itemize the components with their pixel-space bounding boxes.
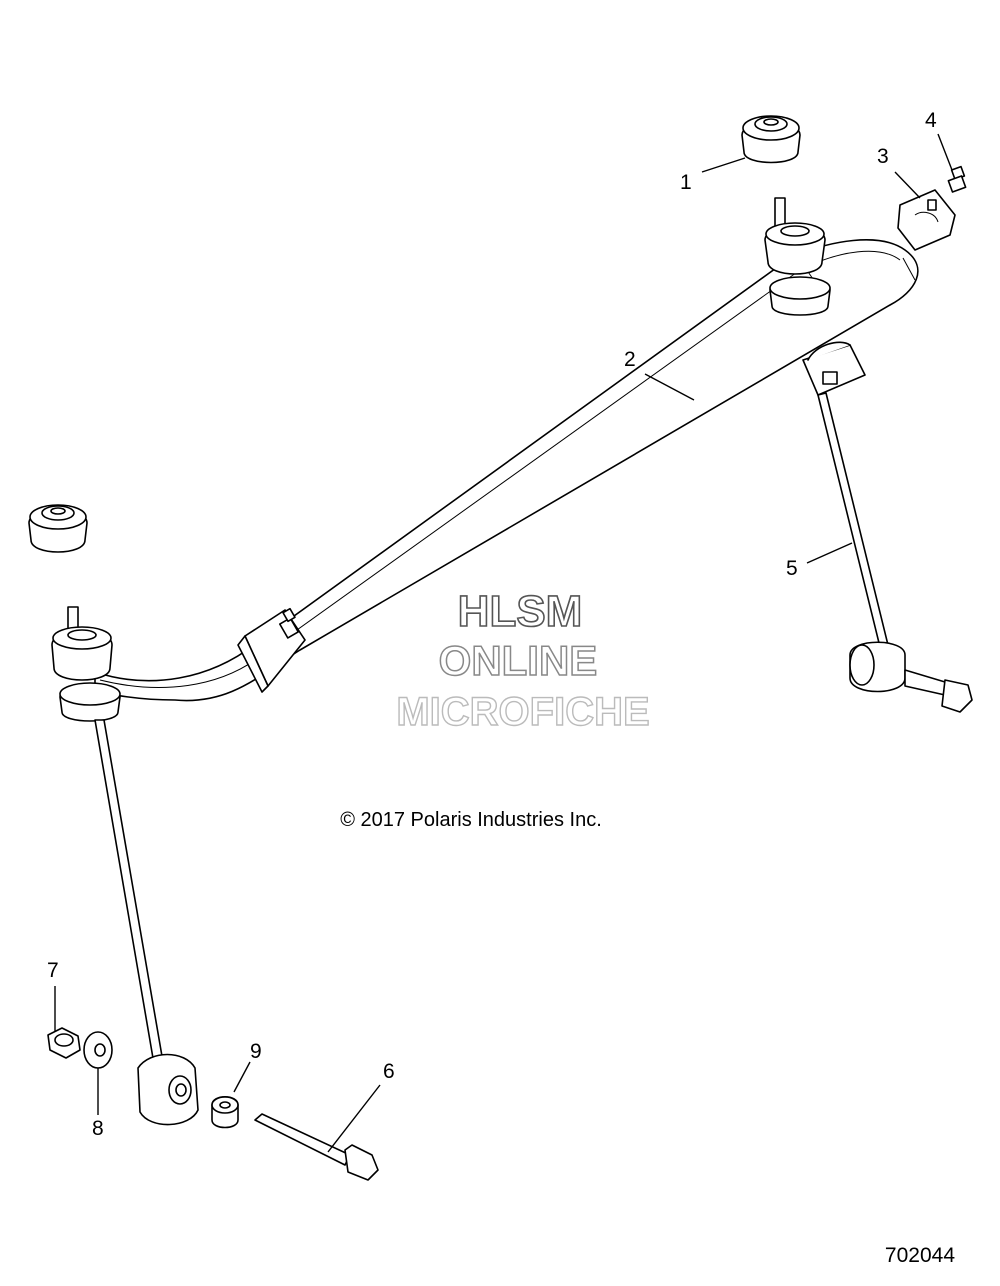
- callout-7: 7: [47, 959, 59, 982]
- nut-7: [47, 1027, 81, 1059]
- callout-6: 6: [383, 1060, 395, 1083]
- washer-8: [83, 1031, 113, 1069]
- watermark-line-3: MICROFICHE: [396, 690, 649, 734]
- link-rod-5: [817, 392, 973, 713]
- link-rod-left: [94, 719, 199, 1126]
- clamp-3: [897, 189, 956, 251]
- bushing-left: [28, 504, 88, 553]
- right-link-top: [764, 197, 831, 316]
- callout-1: 1: [680, 171, 692, 194]
- reference-number: 702044: [885, 1244, 955, 1267]
- copyright-text: © 2017 Polaris Industries Inc.: [340, 809, 602, 831]
- watermark-line-1: HLSM: [458, 587, 583, 636]
- leader-lines: [54, 133, 953, 1153]
- bushing-9: [211, 1095, 239, 1129]
- left-link-top: [51, 606, 121, 722]
- callout-5: 5: [786, 557, 798, 580]
- grease-fitting-4: [947, 165, 967, 193]
- callout-9: 9: [250, 1040, 262, 1063]
- bar-clamp-left: [237, 607, 306, 693]
- callout-4: 4: [925, 109, 937, 132]
- watermark-line-2: ONLINE: [439, 637, 598, 684]
- bushing-1: [741, 115, 801, 164]
- watermark: HLSM ONLINE MICROFICHE: [396, 586, 651, 735]
- callout-2: 2: [624, 348, 636, 371]
- bolt-6: [254, 1113, 379, 1181]
- callout-8: 8: [92, 1117, 104, 1140]
- bar-clamp-right: [802, 341, 866, 396]
- callout-3: 3: [877, 145, 889, 168]
